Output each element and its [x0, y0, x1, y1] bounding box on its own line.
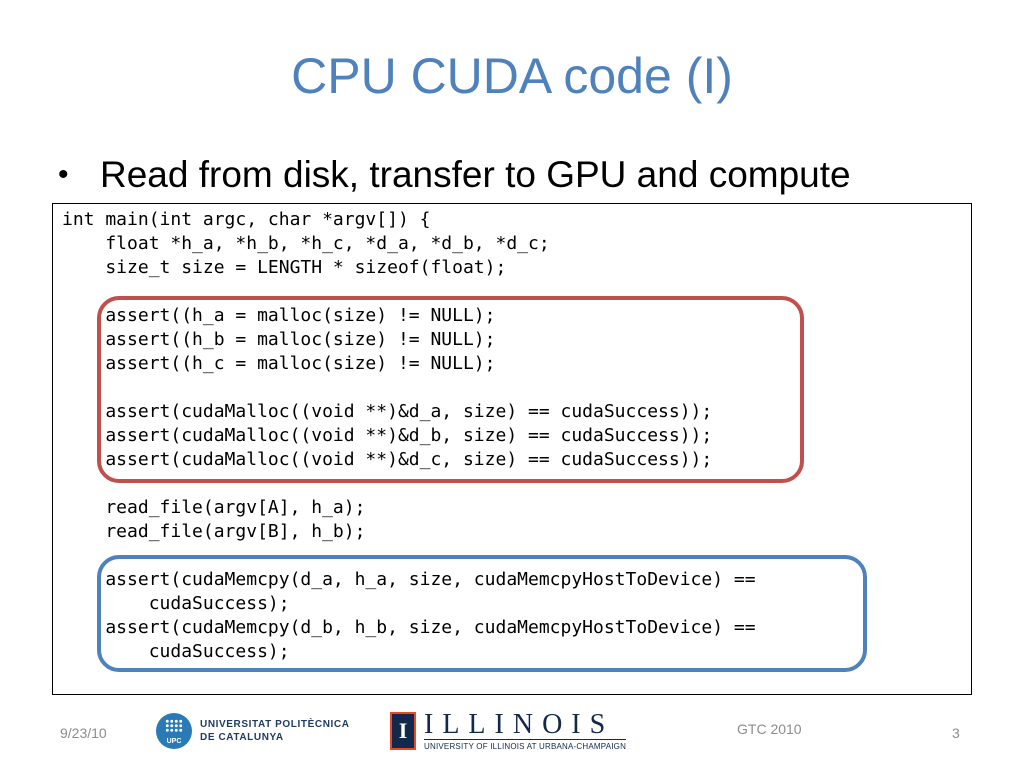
upc-emblem-icon: UPC	[156, 713, 192, 749]
illinois-i-icon: I	[390, 712, 416, 750]
illinois-name: ILLINOIS	[424, 709, 615, 740]
code-line	[62, 376, 756, 400]
footer-date: 9/23/10	[60, 725, 107, 741]
code-line: assert((h_c = malloc(size) != NULL);	[62, 353, 496, 374]
bullet-dot-icon: •	[58, 158, 69, 191]
memcpy-highlight-box	[97, 555, 867, 672]
malloc-highlight-box	[97, 296, 804, 483]
code-line: assert(cudaMalloc((void **)&d_c, size) =…	[62, 449, 713, 470]
code-box	[52, 203, 972, 695]
code-line: cudaSuccess);	[62, 641, 290, 662]
illinois-subtitle: UNIVERSITY OF ILLINOIS AT URBANA-CHAMPAI…	[424, 739, 627, 751]
code-line: assert(cudaMalloc((void **)&d_b, size) =…	[62, 425, 713, 446]
code-line: assert((h_b = malloc(size) != NULL);	[62, 329, 496, 350]
upc-abbr: UPC	[166, 738, 182, 745]
code-line: assert(cudaMemcpy(d_a, h_a, size, cudaMe…	[62, 569, 756, 590]
bullet-text: Read from disk, transfer to GPU and comp…	[100, 154, 851, 195]
illinois-logo-text: ILLINOIS UNIVERSITY OF ILLINOIS AT URBAN…	[424, 709, 627, 751]
code-line	[62, 544, 756, 568]
code-block: int main(int argc, char *argv[]) { float…	[62, 208, 756, 664]
code-line: assert(cudaMalloc((void **)&d_a, size) =…	[62, 401, 713, 422]
code-line	[62, 472, 756, 496]
code-line: float *h_a, *h_b, *h_c, *d_a, *d_b, *d_c…	[62, 233, 550, 254]
slide-title: CPU CUDA code (I)	[291, 48, 733, 104]
code-line: read_file(argv[A], h_a);	[62, 497, 366, 518]
code-line	[62, 280, 756, 304]
code-line: assert((h_a = malloc(size) != NULL);	[62, 305, 496, 326]
upc-logo: UPC UNIVERSITAT POLITÈCNICA DE CATALUNYA	[156, 713, 350, 749]
code-line: read_file(argv[B], h_b);	[62, 521, 366, 542]
bullet-item: • Read from disk, transfer to GPU and co…	[58, 150, 851, 200]
code-line: cudaSuccess);	[62, 593, 290, 614]
upc-logo-text: UNIVERSITAT POLITÈCNICA DE CATALUNYA	[200, 718, 350, 744]
slide-number: 3	[952, 725, 960, 741]
illinois-logo: I ILLINOIS UNIVERSITY OF ILLINOIS AT URB…	[390, 709, 627, 751]
code-line: int main(int argc, char *argv[]) {	[62, 209, 431, 230]
upc-line1: UNIVERSITAT POLITÈCNICA	[200, 719, 350, 730]
upc-line2: DE CATALUNYA	[200, 732, 284, 743]
footer-conference: GTC 2010	[737, 721, 802, 737]
code-line: assert(cudaMemcpy(d_b, h_b, size, cudaMe…	[62, 617, 756, 638]
code-line: size_t size = LENGTH * sizeof(float);	[62, 257, 507, 278]
